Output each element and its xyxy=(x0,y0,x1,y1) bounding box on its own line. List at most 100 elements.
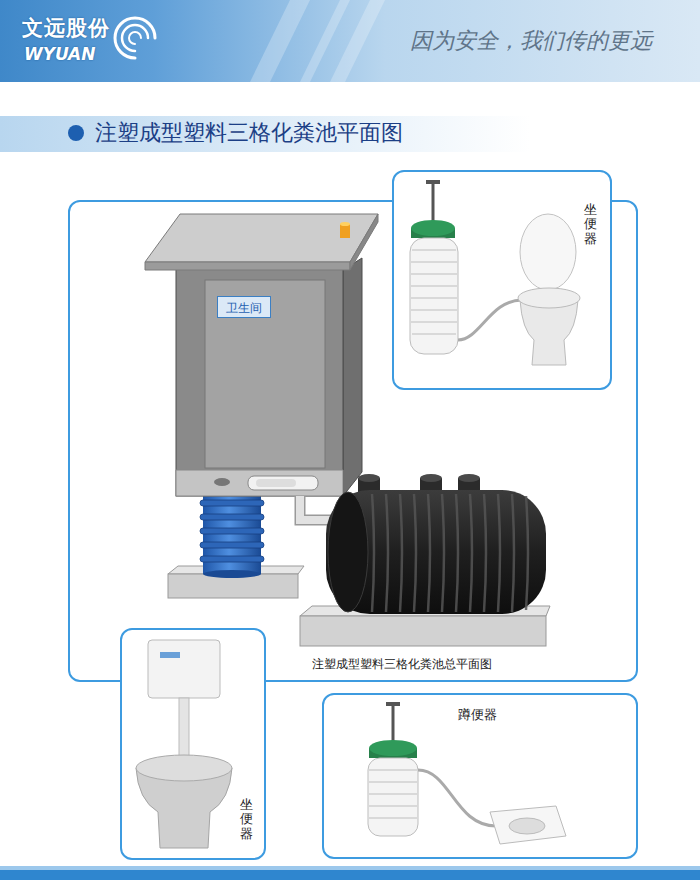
toilet-house-part xyxy=(256,479,296,487)
plastic-tank-part xyxy=(410,238,458,354)
septic-tank-part xyxy=(326,490,546,614)
septic-tank-part-part xyxy=(526,496,528,610)
septic-tank-part-part xyxy=(512,494,514,612)
toilet-house-part xyxy=(205,280,325,468)
septic-tank-part-part xyxy=(414,494,416,612)
septic-tank-part xyxy=(328,492,368,612)
squat-toilet-art-part xyxy=(418,770,496,826)
squat-toilet-art-part-part xyxy=(369,805,417,807)
inset-panel: 坐便器 xyxy=(120,628,266,860)
plastic-tank-part-part xyxy=(411,321,457,323)
squat-toilet-art-part xyxy=(509,818,545,834)
riser-pipe-part xyxy=(203,570,261,578)
septic-tank-part-part xyxy=(428,494,430,612)
toilet-house-part xyxy=(340,222,350,226)
cistern-toilet-art-part xyxy=(160,652,180,658)
septic-tank-part xyxy=(458,474,480,482)
logo-swirl-part xyxy=(129,32,141,44)
drain-pipe xyxy=(300,496,332,520)
squat-toilet-art-part xyxy=(369,740,417,756)
riser-pipe xyxy=(200,492,264,578)
septic-tank-part-part xyxy=(400,494,402,612)
drain-pipe-part xyxy=(300,496,332,520)
riser-pipe-part xyxy=(200,528,264,534)
septic-tank xyxy=(326,474,546,614)
logo-text: WYUAN xyxy=(24,44,96,64)
plastic-tank xyxy=(410,180,458,354)
header-band: 文远股份WYUAN 因为安全，我们传的更远 xyxy=(0,0,700,82)
header-streaks-part xyxy=(330,0,385,82)
sign-text: 卫生间 xyxy=(226,298,262,318)
toilet-house-part xyxy=(176,268,343,496)
cistern-toilet-art-part xyxy=(179,698,189,758)
footer-line xyxy=(0,866,700,870)
hose xyxy=(458,300,522,340)
title-band xyxy=(0,116,530,152)
septic-tank-part xyxy=(358,474,380,482)
plastic-tank-part xyxy=(426,180,440,184)
seat-toilet xyxy=(518,214,580,365)
seat-toilet-part xyxy=(518,288,580,308)
panel-label: 坐便器 xyxy=(240,798,253,841)
plastic-tank-part-part xyxy=(411,297,457,299)
header-streaks-part xyxy=(250,0,310,82)
squat-toilet-art-part xyxy=(386,702,400,706)
inset-panel: 坐便器 xyxy=(392,170,612,390)
header-streaks xyxy=(250,0,385,82)
plastic-tank-part-part xyxy=(411,261,457,263)
squat-toilet-art-part xyxy=(490,806,566,844)
toilet-tank-art xyxy=(392,170,612,390)
plastic-tank-part-part xyxy=(411,273,457,275)
squat-toilet-art-part-part xyxy=(369,769,417,771)
logo-swirl-part xyxy=(122,25,148,51)
seat-toilet-part xyxy=(520,300,578,365)
septic-tank-part xyxy=(372,494,528,612)
cistern-toilet-art-part xyxy=(148,640,220,698)
pipe-base-slab xyxy=(168,566,304,598)
riser-pipe-part xyxy=(200,556,264,562)
squat-toilet-art-part xyxy=(368,758,418,836)
slogan-text: 因为安全，我们传的更远 xyxy=(410,26,652,56)
plastic-tank-part xyxy=(411,250,457,334)
toilet-house-part xyxy=(343,258,362,496)
toilet-house-part xyxy=(176,470,343,496)
septic-tank-part xyxy=(420,474,442,482)
footer-bar xyxy=(0,870,700,880)
logo-swirl-part xyxy=(115,18,155,58)
page-title: 注塑成型塑料三格化粪池平面图 xyxy=(95,118,403,148)
logo-text: 文远股份 xyxy=(22,14,110,42)
septic-tank-part-part xyxy=(470,494,472,612)
logo-swirl xyxy=(115,18,155,58)
plastic-tank-part-part xyxy=(411,285,457,287)
door-sign: 卫生间 xyxy=(217,296,271,318)
toilet-house-part xyxy=(145,214,378,262)
septic-tank-part-part xyxy=(442,494,444,612)
seat-toilet-part xyxy=(520,214,576,290)
toilet-house-part xyxy=(214,478,230,486)
septic-tank-part-part xyxy=(372,494,374,612)
title-bullet xyxy=(68,125,84,141)
panel-label: 蹲便器 xyxy=(458,706,497,724)
cistern-toilet-art-part xyxy=(136,755,232,781)
squat-toilet-art-part-part xyxy=(369,781,417,783)
tank-base-slab-part xyxy=(300,616,546,646)
squat-toilet-art-part xyxy=(369,770,417,818)
drain-pipe-part xyxy=(300,496,332,520)
panel-caption: 注塑成型塑料三格化粪池总平面图 xyxy=(312,656,492,673)
inset-panel: 蹲便器 xyxy=(322,693,638,859)
septic-tank-part-part xyxy=(484,494,486,612)
toilet-house-part xyxy=(248,476,318,490)
septic-tank-part-part xyxy=(498,494,500,612)
septic-tank-part-part xyxy=(456,494,458,612)
toilet-house-part xyxy=(350,214,378,270)
squat-toilet-art-part-part xyxy=(369,817,417,819)
plastic-tank-part-part xyxy=(412,249,456,251)
plastic-tank-part-part xyxy=(411,309,457,311)
toilet-house-part xyxy=(145,262,350,270)
riser-pipe-part xyxy=(200,500,264,506)
toilet-house-part xyxy=(340,224,350,238)
squat-toilet-art-part-part xyxy=(369,793,417,795)
plastic-tank-part-part xyxy=(412,333,456,335)
panel-label: 坐便器 xyxy=(584,203,597,246)
riser-pipe-part xyxy=(200,542,264,548)
